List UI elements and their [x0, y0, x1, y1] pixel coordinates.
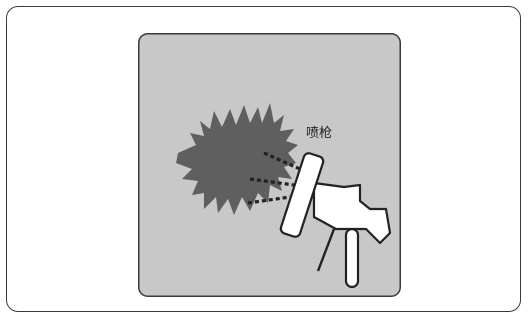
illustration-canvas: 喷枪: [138, 33, 401, 297]
spray-gun-illustration: 喷枪: [138, 33, 401, 297]
spray-gun-handle: [346, 229, 358, 287]
spray-gun-label: 喷枪: [306, 125, 332, 141]
